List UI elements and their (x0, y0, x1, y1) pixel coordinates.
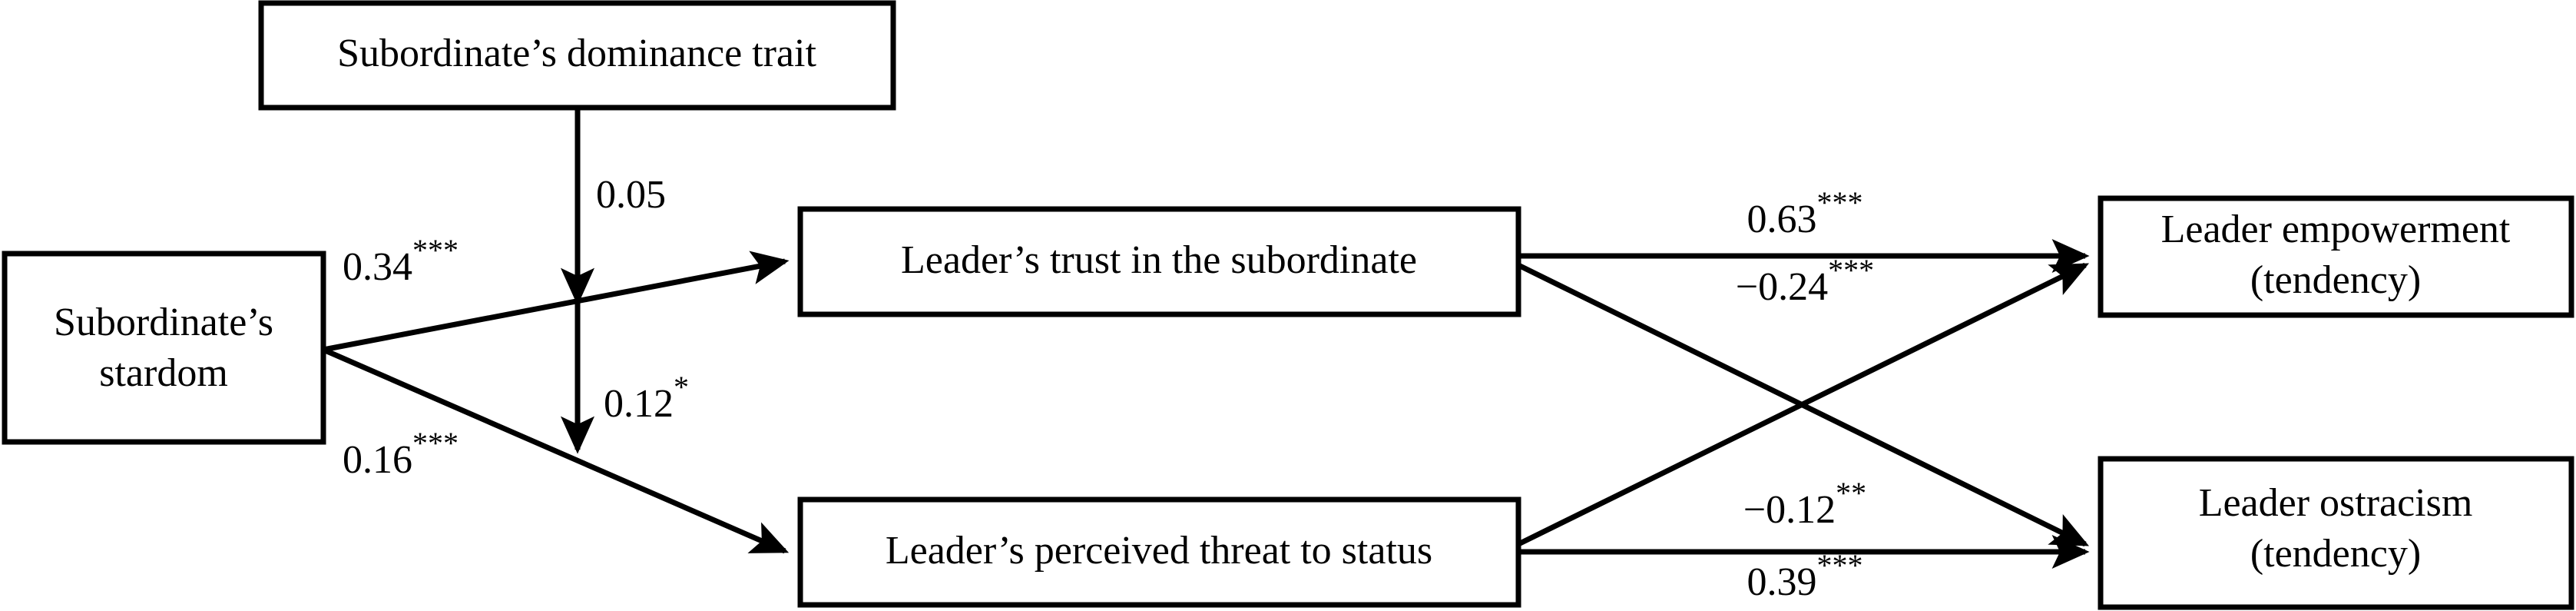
coef-label-trust-to-empowerment: 0.63*** (1747, 185, 1863, 241)
coef-number-0-05: 0.05 (596, 173, 666, 217)
coef-label-trust-to-ostracism: −0.24*** (1736, 253, 1874, 309)
coef-stars-0-12-moderation: * (674, 370, 689, 404)
node-label-stardom-line2: stardom (99, 351, 228, 395)
coef-label-dominance-to-trust-path: 0.05 (596, 173, 666, 217)
node-label-dominance-trait: Subordinate’s dominance trait (337, 32, 816, 75)
coef-label-threat-to-ostracism: 0.39*** (1747, 548, 1863, 604)
node-box-stardom (2, 251, 326, 445)
node-box-leader-trust (797, 206, 1521, 317)
coef-label-stardom-to-trust: 0.34*** (343, 233, 459, 289)
edge-stardom-to-threat (322, 347, 790, 554)
node-label-leader-trust: Leader’s trust in the subordinate (901, 238, 1417, 282)
node-label-leader-ostracism-line1: Leader ostracism (2199, 481, 2473, 525)
coef-number-neg-0-12: −0.12 (1743, 488, 1836, 532)
coef-stars-0-63: *** (1817, 185, 1863, 220)
coef-number-0-12-moderation: 0.12 (604, 382, 674, 426)
coef-label-dominance-to-threat-path: 0.12* (604, 370, 689, 426)
node-label-leader-ostracism-line2: (tendency) (2250, 532, 2421, 576)
node-box-leader-ostracism (2098, 456, 2574, 610)
node-label-leader-empowerment-line1: Leader empowerment (2161, 208, 2511, 251)
node-leader-ostracism[interactable]: Leader ostracism (tendency) (2098, 456, 2574, 610)
coef-number-0-39: 0.39 (1747, 560, 1817, 604)
coef-number-0-16: 0.16 (343, 438, 412, 482)
coef-stars-0-34: *** (412, 233, 459, 267)
node-label-stardom-line1: Subordinate’s (54, 301, 273, 344)
node-leader-threat[interactable]: Leader’s perceived threat to status (797, 496, 1521, 608)
coef-number-0-63: 0.63 (1747, 198, 1817, 241)
node-subordinate-dominance-trait[interactable]: Subordinate’s dominance trait (258, 0, 896, 111)
node-subordinate-stardom[interactable]: Subordinate’s stardom (2, 251, 326, 445)
edge-threat-to-empowerment (1517, 262, 2090, 547)
node-box-leader-threat (797, 496, 1521, 608)
coef-number-0-34: 0.34 (343, 245, 412, 289)
node-box-dominance-trait (258, 0, 896, 111)
node-label-leader-threat: Leader’s perceived threat to status (886, 529, 1432, 573)
node-leader-trust[interactable]: Leader’s trust in the subordinate (797, 206, 1521, 317)
node-box-leader-empowerment (2098, 195, 2574, 318)
coef-stars-neg-0-24: *** (1828, 253, 1874, 287)
coef-stars-0-39: *** (1817, 548, 1863, 583)
coefficient-labels-group: 0.05 0.34*** 0.16*** 0.12* 0.63*** −0.24… (343, 173, 1874, 604)
coef-stars-neg-0-12: ** (1836, 476, 1866, 510)
edge-stardom-to-trust (323, 251, 790, 353)
coef-label-stardom-to-threat: 0.16*** (343, 426, 459, 482)
coef-number-neg-0-24: −0.24 (1736, 265, 1828, 309)
node-leader-empowerment[interactable]: Leader empowerment (tendency) (2098, 195, 2574, 318)
coef-stars-0-16: *** (412, 426, 459, 460)
edges-group (322, 108, 2090, 569)
node-label-leader-empowerment-line2: (tendency) (2250, 258, 2421, 302)
coef-label-threat-to-empowerment: −0.12** (1743, 476, 1866, 532)
